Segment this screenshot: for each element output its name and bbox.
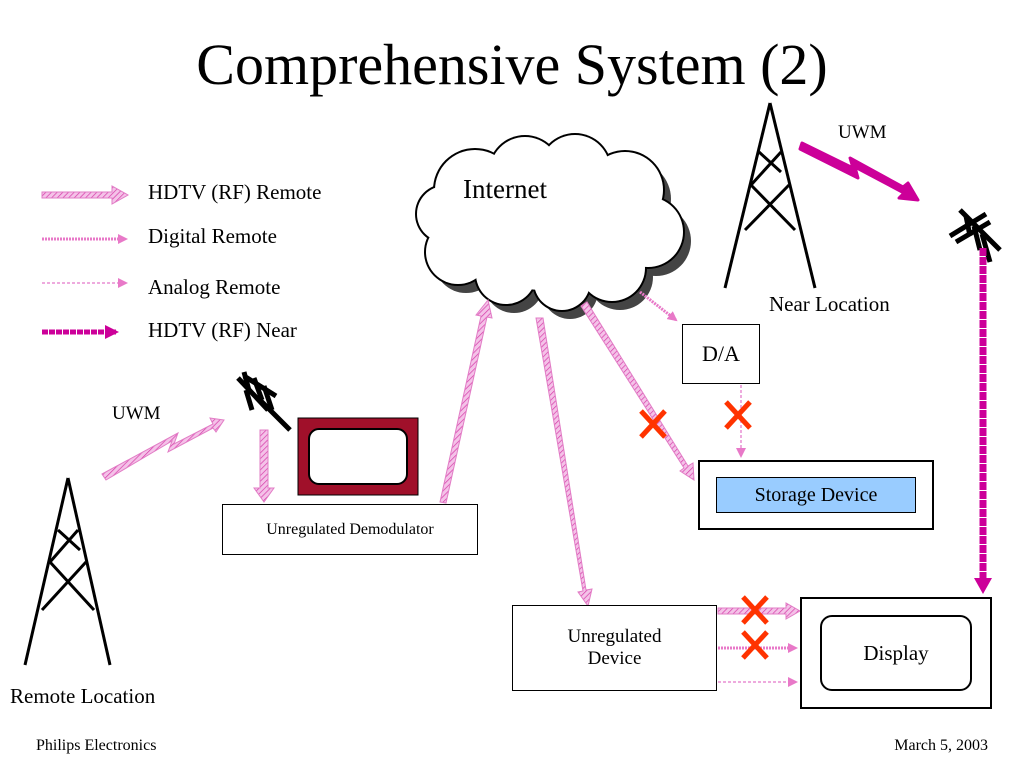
uwm-near-signal-arrow <box>798 141 920 202</box>
footer-left: Philips Electronics <box>36 737 157 754</box>
internet-cloud-icon <box>415 133 691 319</box>
unregulated-demodulator-label: Unregulated Demodulator <box>266 520 434 538</box>
tv-set-icon <box>297 417 419 496</box>
uwm-remote-signal-arrow <box>101 417 225 481</box>
remote-location-tower-icon <box>23 477 112 666</box>
da-label: D/A <box>702 341 740 366</box>
near-to-display-arrow <box>974 248 992 594</box>
legend-label-analog-remote: Analog Remote <box>148 275 281 299</box>
display-antenna-icon <box>948 208 1002 263</box>
display-label: Display <box>863 640 929 665</box>
storage-device-label: Storage Device <box>754 483 878 506</box>
blocked-x-icon <box>639 409 667 439</box>
internet-label: Internet <box>463 174 547 204</box>
unregulated-device-box: Unregulated Device <box>512 605 717 691</box>
unregulated-device-label-line1: Unregulated <box>567 626 662 647</box>
blocked-x-icon <box>741 630 769 660</box>
near-location-label: Near Location <box>769 292 890 316</box>
slide-title: Comprehensive System (2) <box>196 32 828 97</box>
internet-to-storage-arrow <box>580 301 695 481</box>
storage-device-box: Storage Device <box>716 477 916 513</box>
antenna-to-demodulator-arrow <box>253 429 275 503</box>
legend-label-hdtv-rf-remote: HDTV (RF) Remote <box>148 180 322 204</box>
internet-to-da-arrow <box>639 290 678 322</box>
storage-device-frame: Storage Device <box>698 460 934 530</box>
uwm-near-label: UWM <box>838 122 887 143</box>
legend-arrow-hdtv-rf-remote <box>41 185 130 205</box>
blocked-x-icon <box>724 400 752 430</box>
unregulated-demodulator-box: Unregulated Demodulator <box>222 504 478 555</box>
remote-antenna-icon <box>236 371 292 432</box>
demodulator-to-internet-arrow <box>439 298 493 504</box>
unregulated-device-label-line2: Device <box>587 648 642 669</box>
footer-right: March 5, 2003 <box>894 737 988 754</box>
remote-location-label: Remote Location <box>10 684 156 708</box>
blocked-x-icon <box>741 595 769 625</box>
da-converter-box: D/A <box>682 324 760 384</box>
display-screen: Display <box>820 615 972 691</box>
legend-label-digital-remote: Digital Remote <box>148 224 277 248</box>
legend-label-hdtv-rf-near: HDTV (RF) Near <box>148 318 297 342</box>
display-frame: Display <box>800 597 992 709</box>
internet-to-unregulated-device-arrow <box>535 317 593 608</box>
near-location-tower-icon <box>723 102 817 289</box>
uwm-remote-label: UWM <box>112 403 161 424</box>
